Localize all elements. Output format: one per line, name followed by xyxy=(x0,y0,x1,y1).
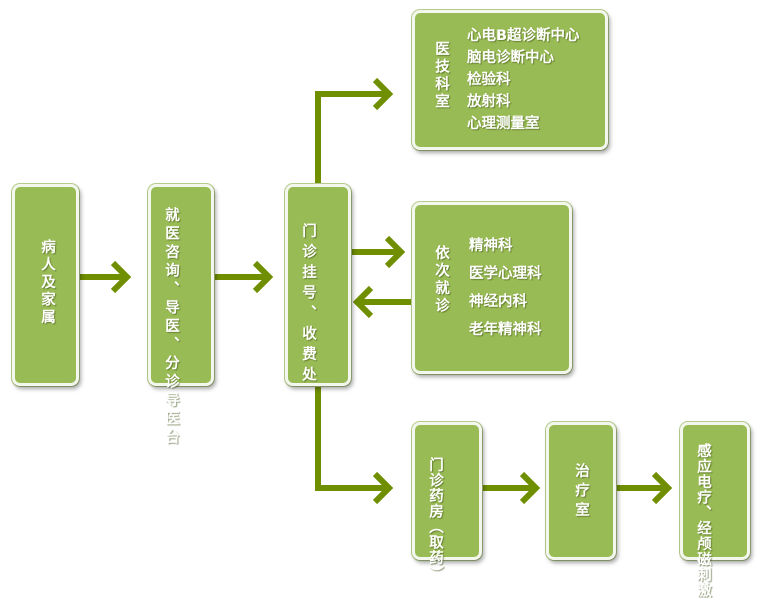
medtech-item: 脑电诊断中心 xyxy=(467,50,554,66)
registration-box: 门诊挂号、收费处 xyxy=(285,184,351,387)
patient-label: 病人及家属 xyxy=(39,239,55,327)
arrowhead-treatment-to-therapy xyxy=(651,471,673,505)
medtech-box: 医技科室 心电B超诊断中心 脑电诊断中心 检验科 放射科 心理测量室 xyxy=(412,10,608,150)
visit-box: 依次就诊 精神科 医学心理科 神经内科 老年精神科 xyxy=(412,202,572,374)
visit-item: 神经内科 xyxy=(469,294,527,310)
arrowhead-guide-to-registration xyxy=(252,260,274,294)
visit-item: 医学心理科 xyxy=(469,266,542,282)
guide-desk-box: 就医咨询、导医、分诊导医台 xyxy=(148,184,214,448)
visit-item: 老年精神科 xyxy=(469,322,542,338)
arrowhead-patient-to-guide xyxy=(110,260,132,294)
medtech-item: 心电B超诊断中心 xyxy=(467,28,580,44)
arrowhead-visit-to-registration xyxy=(352,285,374,319)
registration-label: 门诊挂号、收费处 xyxy=(300,223,316,387)
arrow-registration-to-medtech xyxy=(315,91,388,186)
patient-box: 病人及家属 xyxy=(12,184,79,386)
visit-item: 精神科 xyxy=(469,238,513,254)
pharmacy-label: 门诊药房（取药） xyxy=(427,457,443,581)
treatment-box: 治疗室 xyxy=(546,422,616,560)
arrowhead-registration-to-visit xyxy=(384,235,406,269)
pharmacy-box: 门诊药房（取药） xyxy=(412,422,482,581)
guide-desk-label: 就医咨询、导医、分诊导医台 xyxy=(163,207,179,448)
therapy-label: 感应电疗、经颅磁刺激 xyxy=(695,443,711,598)
arrowhead-registration-to-medtech xyxy=(372,77,394,111)
arrows-layer xyxy=(78,77,673,505)
arrow-registration-to-pharmacy xyxy=(315,386,388,491)
arrowhead-pharmacy-to-treatment xyxy=(519,471,541,505)
medtech-item: 放射科 xyxy=(467,94,511,110)
therapy-box: 感应电疗、经颅磁刺激 xyxy=(680,422,750,598)
visit-label: 依次就诊 xyxy=(433,245,449,315)
medtech-item: 心理测量室 xyxy=(467,116,540,132)
medtech-item: 检验科 xyxy=(467,72,511,88)
arrowhead-registration-to-pharmacy xyxy=(372,471,394,505)
medtech-label: 医技科室 xyxy=(433,41,449,111)
treatment-label: 治疗室 xyxy=(573,463,589,522)
